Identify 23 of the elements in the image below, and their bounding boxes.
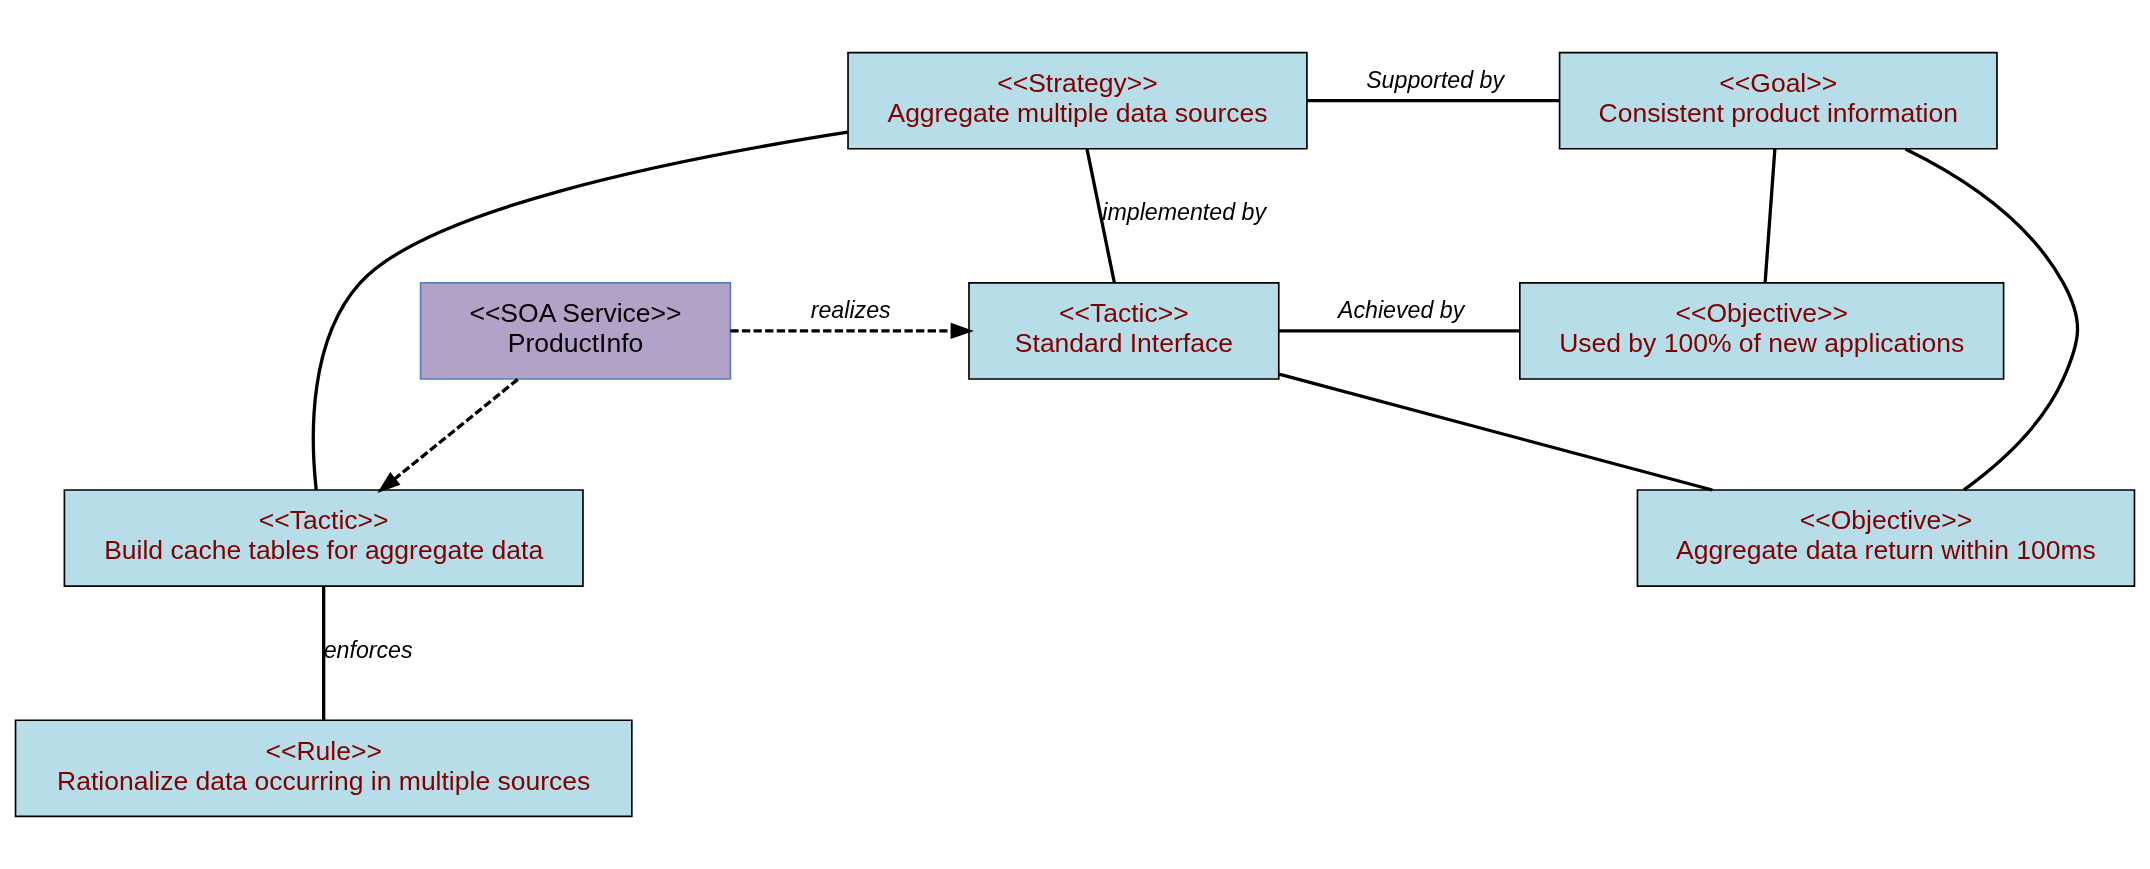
connector xyxy=(1279,329,1520,333)
node-box: <<Strategy>> Aggregate multiple data sources xyxy=(847,51,1308,150)
node-box: <<Tactic>> Standard Interface xyxy=(968,282,1280,380)
edge-label: realizes xyxy=(810,297,891,324)
edge-label: Supported by xyxy=(1366,66,1505,93)
connector xyxy=(311,130,848,490)
node-box: <<Objective>> Used by 100% of new applications xyxy=(1519,282,2005,380)
arrow xyxy=(730,322,974,340)
connector xyxy=(1763,148,1777,283)
connector xyxy=(1278,372,1713,492)
edge-label: implemented by xyxy=(1102,199,1267,226)
node-box: <<Tactic>> Build cache tables for aggregate data xyxy=(63,489,584,587)
edge-label: Achieved by xyxy=(1338,297,1465,324)
connector xyxy=(1904,147,2080,492)
node-box: <<Goal>> Consistent product information xyxy=(1558,51,1998,150)
node-box: <<SOA Service>> ProductInfo xyxy=(419,282,732,380)
edge-label: enforces xyxy=(323,636,413,663)
connector xyxy=(1306,99,1560,103)
arrow xyxy=(377,378,519,493)
connector xyxy=(1085,148,1116,284)
connector xyxy=(322,586,326,721)
node-box: <<Rule>> Rationalize data occurring in multiple sources xyxy=(14,719,633,818)
node-box: <<Objective>> Aggregate data return within 100ms xyxy=(1636,489,2136,587)
